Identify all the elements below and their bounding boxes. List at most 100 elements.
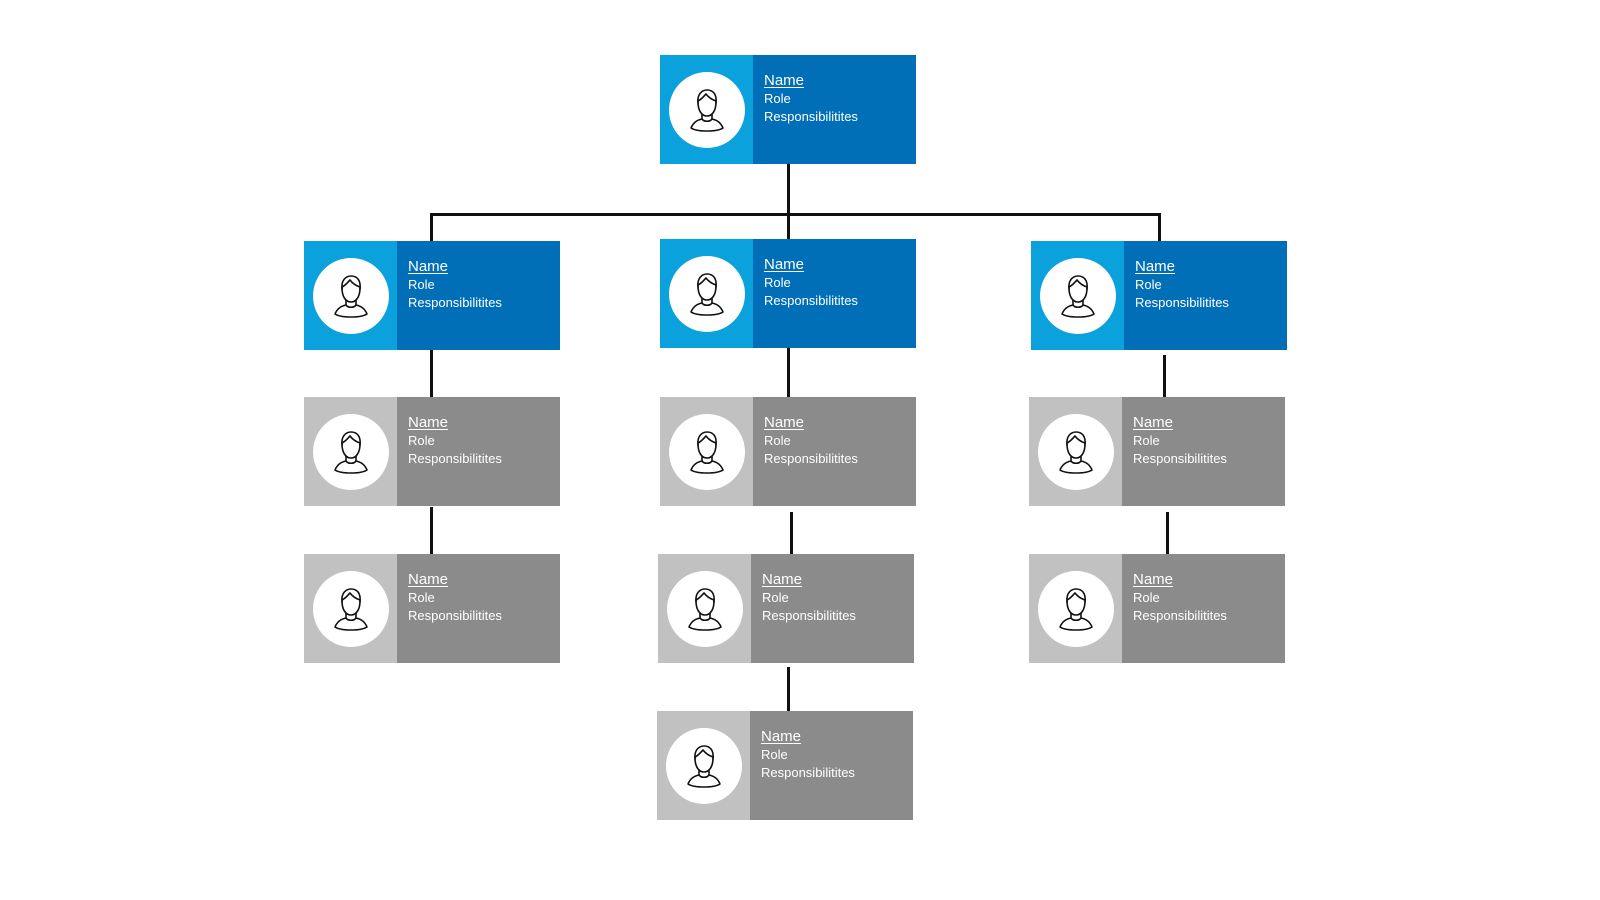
- person-icon: [1056, 272, 1100, 320]
- connector-line: [430, 213, 1161, 216]
- info-panel: Name Role Responsibilitites: [1122, 554, 1285, 663]
- node-name[interactable]: Name: [408, 414, 449, 431]
- avatar: [312, 257, 389, 334]
- photo-panel: [657, 711, 750, 820]
- connector-line: [430, 213, 433, 241]
- org-node-card[interactable]: Name Role Responsibilitites: [304, 554, 560, 663]
- org-node-card[interactable]: Name Role Responsibilitites: [660, 239, 916, 348]
- node-responsibilities: Responsibilitites: [764, 293, 858, 308]
- node-role: Role: [764, 91, 791, 106]
- node-responsibilities: Responsibilitites: [764, 451, 858, 466]
- node-role: Role: [408, 590, 435, 605]
- node-role: Role: [408, 277, 435, 292]
- person-icon: [329, 428, 373, 476]
- person-icon: [685, 270, 729, 318]
- node-responsibilities: Responsibilitites: [1133, 608, 1227, 623]
- photo-panel: [658, 554, 751, 663]
- info-panel: Name Role Responsibilitites: [1122, 397, 1285, 506]
- person-icon: [682, 742, 726, 790]
- photo-panel: [1029, 397, 1122, 506]
- photo-panel: [1031, 241, 1124, 350]
- node-name[interactable]: Name: [1135, 258, 1176, 275]
- org-node-card[interactable]: Name Role Responsibilitites: [660, 397, 916, 506]
- node-role: Role: [408, 433, 435, 448]
- info-panel: Name Role Responsibilitites: [750, 711, 913, 820]
- node-role: Role: [1133, 433, 1160, 448]
- avatar: [665, 727, 742, 804]
- node-responsibilities: Responsibilitites: [764, 109, 858, 124]
- connector-line: [787, 162, 790, 215]
- connector-line: [1158, 213, 1161, 241]
- info-panel: Name Role Responsibilitites: [753, 397, 916, 506]
- node-responsibilities: Responsibilitites: [1133, 451, 1227, 466]
- photo-panel: [660, 55, 753, 164]
- photo-panel: [304, 397, 397, 506]
- org-node-card[interactable]: Name Role Responsibilitites: [657, 711, 913, 820]
- connector-line: [790, 512, 793, 554]
- org-node-card[interactable]: Name Role Responsibilitites: [660, 55, 916, 164]
- connector-line: [787, 348, 790, 397]
- org-node-card[interactable]: Name Role Responsibilitites: [304, 397, 560, 506]
- avatar: [1039, 257, 1116, 334]
- person-icon: [685, 86, 729, 134]
- info-panel: Name Role Responsibilitites: [753, 239, 916, 348]
- person-icon: [1054, 585, 1098, 633]
- avatar: [666, 570, 743, 647]
- org-node-card[interactable]: Name Role Responsibilitites: [1029, 397, 1285, 506]
- photo-panel: [660, 239, 753, 348]
- node-responsibilities: Responsibilitites: [408, 451, 502, 466]
- org-node-card[interactable]: Name Role Responsibilitites: [658, 554, 914, 663]
- node-name[interactable]: Name: [762, 571, 803, 588]
- info-panel: Name Role Responsibilitites: [397, 397, 560, 506]
- info-panel: Name Role Responsibilitites: [1124, 241, 1287, 350]
- info-panel: Name Role Responsibilitites: [397, 554, 560, 663]
- person-icon: [329, 585, 373, 633]
- avatar: [1037, 413, 1114, 490]
- photo-panel: [1029, 554, 1122, 663]
- node-name[interactable]: Name: [764, 414, 805, 431]
- avatar: [312, 413, 389, 490]
- node-role: Role: [762, 590, 789, 605]
- avatar: [668, 255, 745, 332]
- connector-line: [1163, 355, 1166, 397]
- node-name[interactable]: Name: [764, 256, 805, 273]
- photo-panel: [304, 554, 397, 663]
- info-panel: Name Role Responsibilitites: [753, 55, 916, 164]
- info-panel: Name Role Responsibilitites: [751, 554, 914, 663]
- node-role: Role: [764, 275, 791, 290]
- photo-panel: [660, 397, 753, 506]
- node-role: Role: [764, 433, 791, 448]
- node-name[interactable]: Name: [408, 571, 449, 588]
- node-responsibilities: Responsibilitites: [408, 608, 502, 623]
- node-responsibilities: Responsibilitites: [761, 765, 855, 780]
- person-icon: [683, 585, 727, 633]
- node-name[interactable]: Name: [761, 728, 802, 745]
- avatar: [668, 71, 745, 148]
- info-panel: Name Role Responsibilitites: [397, 241, 560, 350]
- org-node-card[interactable]: Name Role Responsibilitites: [1029, 554, 1285, 663]
- node-name[interactable]: Name: [408, 258, 449, 275]
- node-role: Role: [1135, 277, 1162, 292]
- connector-line: [787, 667, 790, 711]
- connector-line: [430, 507, 433, 554]
- person-icon: [329, 272, 373, 320]
- avatar: [668, 413, 745, 490]
- connector-line: [430, 350, 433, 397]
- person-icon: [1054, 428, 1098, 476]
- connector-line: [787, 213, 790, 239]
- node-responsibilities: Responsibilitites: [1135, 295, 1229, 310]
- connector-line: [1166, 512, 1169, 554]
- node-responsibilities: Responsibilitites: [408, 295, 502, 310]
- avatar: [312, 570, 389, 647]
- node-responsibilities: Responsibilitites: [762, 608, 856, 623]
- node-role: Role: [761, 747, 788, 762]
- person-icon: [685, 428, 729, 476]
- photo-panel: [304, 241, 397, 350]
- org-node-card[interactable]: Name Role Responsibilitites: [304, 241, 560, 350]
- node-name[interactable]: Name: [1133, 414, 1174, 431]
- node-name[interactable]: Name: [1133, 571, 1174, 588]
- org-node-card[interactable]: Name Role Responsibilitites: [1031, 241, 1287, 350]
- node-name[interactable]: Name: [764, 72, 805, 89]
- node-role: Role: [1133, 590, 1160, 605]
